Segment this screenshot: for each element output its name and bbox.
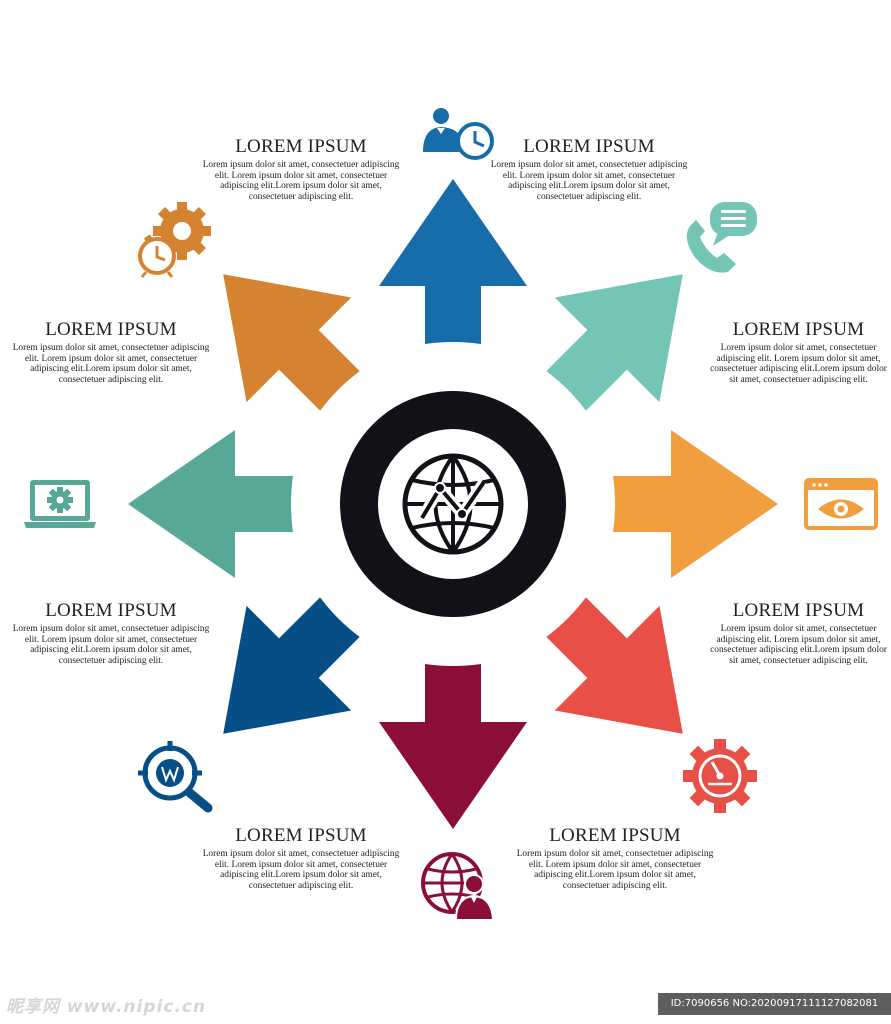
gear-alarm-clock-icon [138,202,211,278]
text-block-bottom-left: LOREM IPSUM Lorem ipsum dolor sit amet, … [202,825,400,891]
gear-dashboard-icon [683,739,757,813]
arrow-down-left [223,597,360,734]
block-title: LOREM IPSUM [523,136,655,157]
block-body: Lorem ipsum dolor sit amet, consectetuer… [202,160,400,202]
arrow-down-right [546,597,683,734]
businessman-clock-icon [423,108,494,160]
text-block-right-upper: LOREM IPSUM Lorem ipsum dolor sit amet, … [706,319,891,385]
block-body: Lorem ipsum dolor sit amet, consectetuer… [516,849,714,891]
block-body: Lorem ipsum dolor sit amet, consectetuer… [12,624,210,666]
watermark-left: 昵享网 www.nipic.cn [6,997,207,1017]
block-title: LOREM IPSUM [732,600,865,621]
browser-eye-icon [804,478,878,530]
block-body: Lorem ipsum dolor sit amet, consectetuer… [202,849,400,891]
watermark-right: ID:7090656 NO:20200917111127082081 [658,993,891,1015]
globe-businessman-icon [421,852,495,921]
arrow-up-left [223,274,360,411]
phone-chat-icon [686,202,757,273]
arrow-down [379,664,527,829]
text-block-bottom-right: LOREM IPSUM Lorem ipsum dolor sit amet, … [515,825,715,891]
text-block-left-lower: LOREM IPSUM Lorem ipsum dolor sit amet, … [12,600,210,666]
laptop-gear-icon [24,480,96,528]
globe-chart-icon [402,453,504,555]
block-body: Lorem ipsum dolor sit amet, consectetuer… [710,624,887,666]
block-title: LOREM IPSUM [45,319,177,340]
block-body: Lorem ipsum dolor sit amet, consectetuer… [490,160,688,202]
arrow-up [379,179,527,344]
block-title: LOREM IPSUM [235,825,367,846]
arrow-left [128,430,293,578]
block-title: LOREM IPSUM [732,319,865,340]
text-block-right-lower: LOREM IPSUM Lorem ipsum dolor sit amet, … [706,600,891,666]
text-block-top-right: LOREM IPSUM Lorem ipsum dolor sit amet, … [489,136,689,202]
text-block-left-upper: LOREM IPSUM Lorem ipsum dolor sit amet, … [12,319,210,385]
block-body: Lorem ipsum dolor sit amet, consectetuer… [710,343,887,385]
block-title: LOREM IPSUM [549,825,681,846]
arrow-up-right [546,274,683,411]
center-hub [340,391,566,617]
text-block-top-left: LOREM IPSUM Lorem ipsum dolor sit amet, … [202,136,400,202]
search-w-icon [138,741,213,813]
arrow-right [613,430,778,578]
block-title: LOREM IPSUM [45,600,177,621]
block-body: Lorem ipsum dolor sit amet, consectetuer… [12,343,210,385]
block-title: LOREM IPSUM [235,136,367,157]
